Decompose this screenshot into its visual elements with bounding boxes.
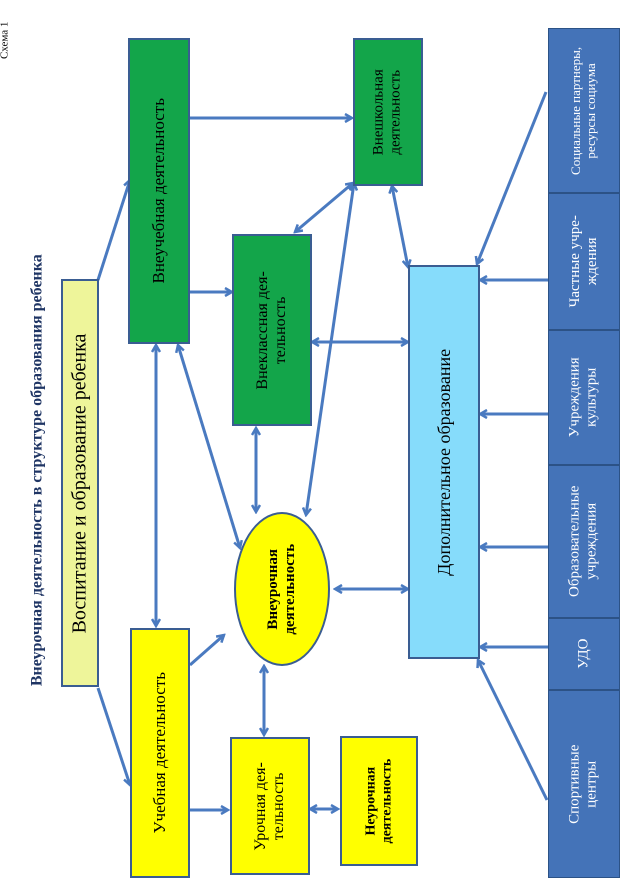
resource-private-institutions-line2: ждения — [584, 237, 600, 286]
node-extracurricular: Внеучебная деятельность — [128, 38, 190, 344]
arrow-out-of-school-additional — [392, 186, 408, 267]
schema-label: Схема 1 — [0, 12, 20, 72]
node-out-of-school-label: Внешкольная деятельность — [371, 69, 406, 155]
node-lesson-line2: тельность — [270, 772, 288, 840]
node-academic: Учебная деятельность — [130, 628, 190, 878]
arrow-out-of-school-after-lesson — [306, 183, 354, 515]
resource-sports-centers: Спортивные центры — [548, 690, 620, 878]
resource-social-partners-line1: Социальные партнеры, — [568, 46, 584, 175]
resource-social-partners: Социальные партнеры, ресурсы социума — [548, 28, 620, 193]
node-after-lesson-line1: Внеурочная — [264, 548, 281, 630]
node-out-of-school-line1: Внешкольная — [370, 69, 387, 155]
node-non-lesson: Неурочная деятельность — [340, 736, 418, 866]
node-out-of-class-line1: Внеклассная дея- — [253, 270, 271, 390]
arrow-root-to-academic — [96, 687, 130, 785]
node-out-of-class-line2: тельность — [272, 296, 290, 364]
node-extracurricular-label: Внеучебная деятельность — [149, 98, 169, 284]
resource-culture-institutions: Учреждения культуры — [548, 330, 620, 465]
resource-educational-institutions-label: Образовательные учреждения — [567, 486, 602, 597]
node-out-of-class-label: Внеклассная дея- тельность — [254, 271, 291, 389]
node-root-label: Воспитание и образование ребенка — [68, 333, 91, 633]
arrow-root-to-extracurricular — [96, 180, 130, 281]
node-out-of-school-line2: деятельность — [388, 69, 405, 155]
node-after-lesson-label: Внеурочная деятельность — [265, 544, 300, 635]
node-non-lesson-line2: деятельность — [379, 758, 394, 844]
resource-culture-institutions-line2: культуры — [584, 367, 600, 428]
node-non-lesson-label: Неурочная деятельность — [363, 759, 395, 844]
resource-sports-centers-line1: Спортивные — [566, 744, 583, 824]
arrow-out-of-school-out-of-class — [295, 183, 353, 232]
resource-udo-label: УДО — [575, 638, 592, 670]
resource-social-partners-line2: ресурсы социума — [583, 62, 599, 159]
node-out-of-school: Внешкольная деятельность — [353, 38, 423, 186]
arrow-extracurricular-after-lesson — [178, 345, 240, 548]
node-lesson-label: Урочная дея- тельность — [252, 762, 289, 851]
node-after-lesson: Внеурочная деятельность — [234, 512, 330, 666]
resource-sports-centers-line2: центры — [584, 760, 601, 808]
resource-private-institutions-line1: Частные учре- — [566, 215, 583, 308]
node-out-of-class: Внеклассная дея- тельность — [232, 234, 312, 426]
diagram-title-text: Внеурочная деятельность в структуре обра… — [28, 254, 46, 686]
resource-educational-institutions: Образовательные учреждения — [548, 465, 620, 618]
node-additional-education: Дополнительное образование — [408, 265, 480, 659]
resource-educational-institutions-line2: учреждения — [584, 503, 601, 580]
arrow-academic-to-after-lesson — [189, 635, 224, 667]
resource-private-institutions-label: Частные учре- ждения — [567, 215, 602, 307]
node-lesson-line1: Урочная дея- — [251, 761, 269, 851]
resource-udo: УДО — [548, 618, 620, 690]
node-additional-education-label: Дополнительное образование — [433, 348, 454, 576]
schema-label-text: Схема 1 — [0, 22, 11, 60]
node-root-upbringing-education: Воспитание и образование ребенка — [61, 279, 99, 687]
arrow-social-partners-to-additional — [477, 91, 548, 264]
arrow-sport-to-additional — [478, 660, 549, 801]
resource-private-institutions: Частные учре- ждения — [548, 193, 620, 330]
node-non-lesson-line1: Неурочная — [362, 766, 378, 836]
resource-sports-centers-label: Спортивные центры — [567, 744, 602, 823]
resource-educational-institutions-line1: Образовательные — [566, 485, 583, 598]
node-lesson: Урочная дея- тельность — [230, 737, 310, 875]
resource-culture-institutions-line1: Учреждения — [566, 357, 583, 438]
resource-culture-institutions-label: Учреждения культуры — [567, 358, 602, 438]
diagram-title: Внеурочная деятельность в структуре обра… — [18, 200, 58, 740]
resource-social-partners-label: Социальные партнеры, ресурсы социума — [568, 46, 599, 175]
node-academic-label: Учебная деятельность — [150, 672, 170, 834]
node-after-lesson-line2: деятельность — [282, 543, 298, 635]
